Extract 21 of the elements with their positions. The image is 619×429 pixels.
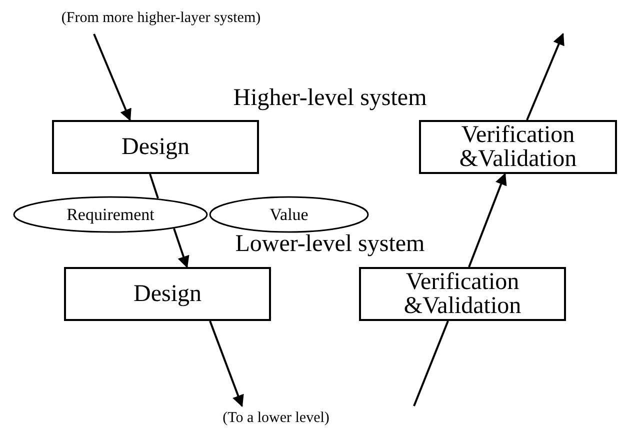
process-box (64, 267, 271, 321)
ellipse-node (209, 196, 369, 233)
ellipse-node (13, 196, 208, 233)
process-box (359, 267, 566, 321)
arrow (468, 172, 507, 268)
arrow (209, 320, 244, 408)
arrow (93, 34, 132, 122)
node-text: Design (122, 135, 190, 159)
arrow (173, 228, 190, 268)
node-text: Value (270, 206, 308, 223)
level-label: Lower-level system (234, 232, 426, 256)
node-text: Requirement (66, 206, 154, 223)
node-text: (To a lower level) (222, 410, 330, 426)
process-box (52, 120, 259, 174)
process-box (419, 120, 617, 174)
node-text: Verification &Validation (458, 123, 578, 171)
arrow (526, 32, 564, 120)
node-text: Design (134, 282, 202, 306)
node-text: (From more higher-layer system) (61, 10, 261, 26)
level-label: Higher-level system (232, 86, 428, 110)
node-text: Verification &Validation (402, 270, 522, 318)
